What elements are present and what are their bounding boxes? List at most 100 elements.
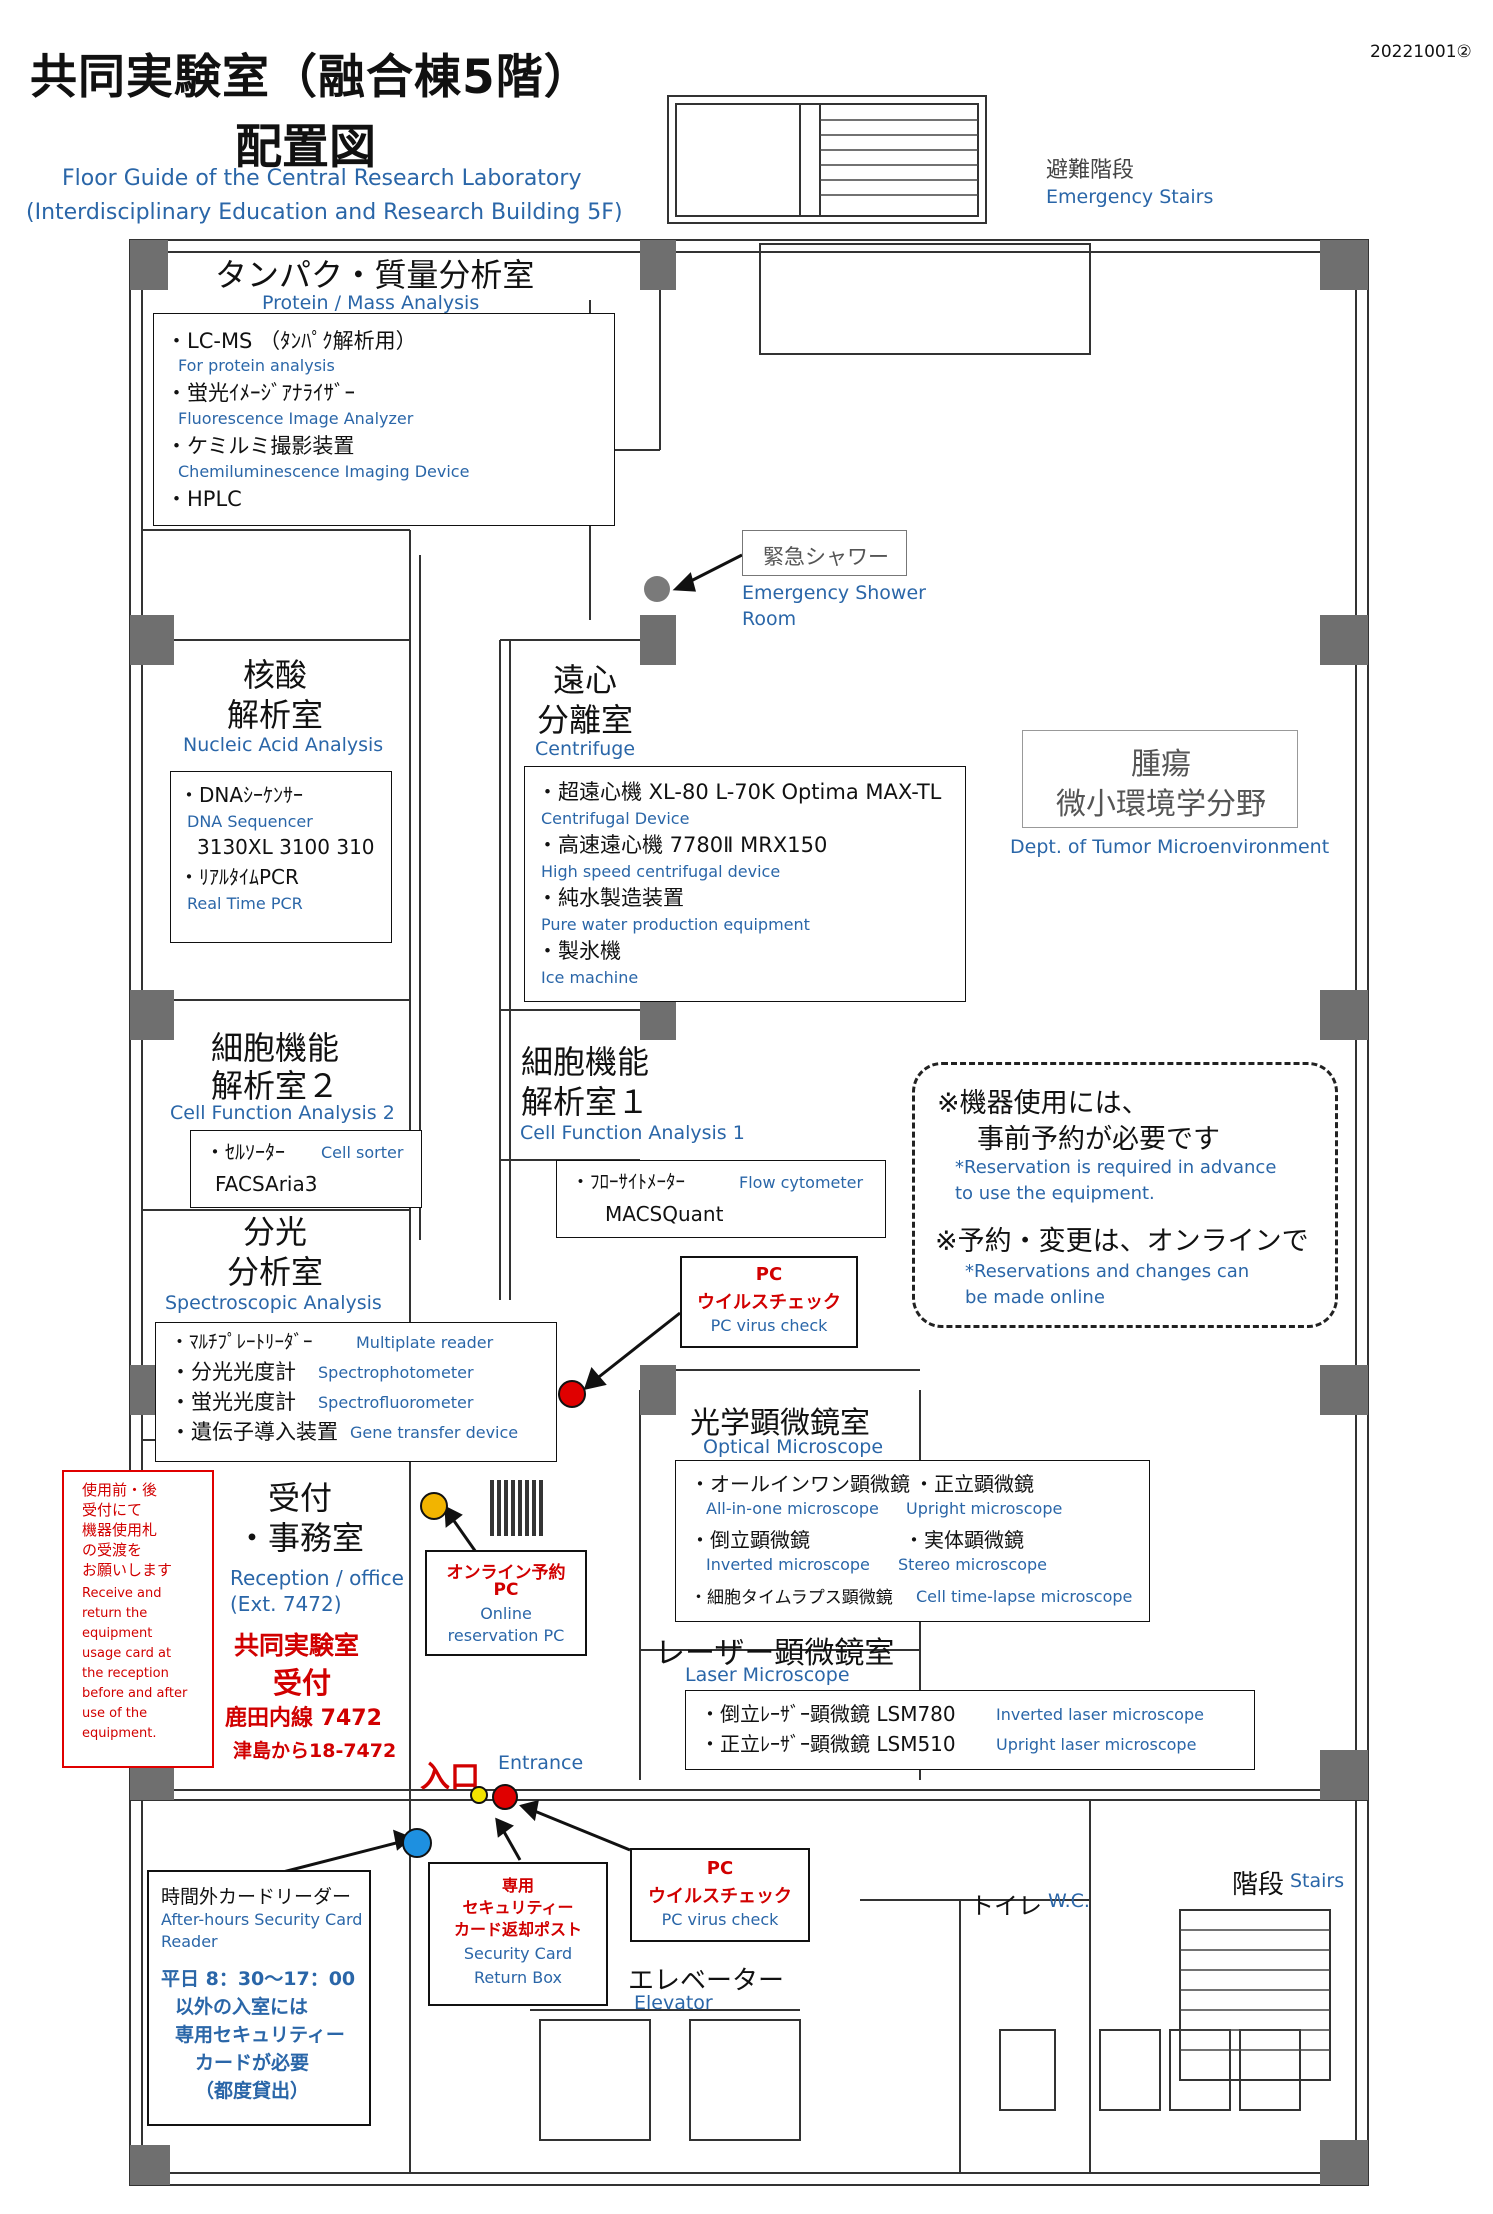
page-title-2: 配置図: [235, 120, 376, 175]
pc-virus-check-marker-top: [558, 1380, 586, 1408]
dna-seq-item: ・DNAｼｰｹﾝｻｰ: [179, 783, 304, 807]
stairs-en: Stairs: [1290, 1870, 1345, 1892]
pc-check-top-l1: PC: [755, 1264, 783, 1285]
reception-red-1: 共同実験室: [234, 1631, 360, 1660]
tumor-dept-box: 腫瘍 微小環境学分野: [1022, 730, 1298, 828]
document-number: 20221001②: [1370, 42, 1472, 62]
return-box-en-1: Security Card: [463, 1944, 573, 1963]
upright-en: Upright microscope: [906, 1499, 1063, 1518]
optical-en: Optical Microscope: [703, 1436, 884, 1458]
reception-title-2: ・事務室: [235, 1519, 364, 1557]
shower-jp: 緊急シャワー: [763, 545, 889, 569]
return-box-en-2: Return Box: [474, 1968, 562, 1987]
note-en-line: Receive and: [82, 1586, 162, 1601]
cell2-equipment-box: ・ｾﾙｿｰﾀｰ Cell sorter FACSAria3: [190, 1130, 422, 1208]
chemi-item: ・ケミルミ撮影装置: [166, 434, 355, 458]
note-jp-line: 受付にて: [82, 1501, 143, 1519]
stereo-en: Stereo microscope: [898, 1555, 1047, 1574]
spectrofluorometer-en: Spectrofluorometer: [318, 1393, 474, 1412]
spectrophotometer-item: ・分光光度計: [170, 1360, 296, 1384]
allinone-en: All-in-one microscope: [706, 1499, 879, 1518]
note-en-line: equipment.: [82, 1726, 157, 1741]
reservation-notice: ※機器使用には、 事前予約が必要です *Reservation is requi…: [912, 1062, 1338, 1328]
laser-equipment-box: ・倒立ﾚｰｻﾞｰ顕微鏡 LSM780 Inverted laser micros…: [685, 1690, 1255, 1770]
pc-check-bottom-en: PC virus check: [661, 1910, 779, 1929]
after-hours-note-4: カードが必要: [195, 2052, 310, 2074]
online-pc-l1: オンライン予約: [446, 1563, 566, 1583]
elevator-jp: エレベーター: [628, 1966, 785, 1996]
return-box-l1: 専用: [501, 1876, 534, 1895]
spectro-equipment-box: ・ﾏﾙﾁﾌﾟﾚｰﾄﾘｰﾀﾞｰ Multiplate reader ・分光光度計 …: [155, 1322, 557, 1462]
gene-transfer-item: ・遺伝子導入装置: [170, 1420, 338, 1444]
after-hours-en-2: Reader: [161, 1932, 218, 1951]
centrifuge-title-1: 遠心: [552, 661, 617, 699]
purewater-item: ・純水製造装置: [537, 886, 684, 910]
flow-cytometer-en: Flow cytometer: [739, 1173, 864, 1192]
spectro-title-1: 分光: [242, 1213, 307, 1251]
tumor-en: Dept. of Tumor Microenvironment: [1010, 836, 1330, 858]
subtitle-1: Floor Guide of the Central Research Labo…: [62, 166, 582, 191]
spectrophotometer-en: Spectrophotometer: [318, 1363, 474, 1382]
upright-item: ・正立顕微鏡: [914, 1472, 1034, 1496]
subtitle-2: (Interdisciplinary Education and Researc…: [26, 200, 623, 225]
page-title: 共同実験室（融合棟5階）: [30, 50, 592, 105]
shower-en-2: Room: [742, 608, 797, 630]
notice-line-3: ※予約・変更は、オンラインで: [935, 1226, 1309, 1257]
gene-transfer-en: Gene transfer device: [350, 1423, 519, 1442]
online-reservation-pc-box: オンライン予約 PC Online reservation PC: [425, 1550, 587, 1656]
optical-equipment-box: ・オールインワン顕微鏡 All-in-one microscope ・正立顕微鏡…: [675, 1460, 1150, 1622]
flow-cytometer-model: MACSQuant: [605, 1202, 724, 1226]
notice-en-3: *Reservations and changes can: [965, 1261, 1250, 1282]
purewater-en: Pure water production equipment: [541, 915, 810, 934]
after-hours-box: 時間外カードリーダー After-hours Security Card Rea…: [147, 1870, 371, 2126]
laser-510-en: Upright laser microscope: [996, 1735, 1197, 1754]
tumor-jp-1: 腫瘍: [1131, 747, 1191, 782]
emergency-shower-marker: [644, 576, 670, 602]
spectrofluorometer-item: ・蛍光光度計: [170, 1390, 296, 1414]
centrifuge-equipment-box: ・超遠心機 XL-80 L-70K Optima MAX-TL Centrifu…: [524, 766, 966, 1002]
nucleic-title-2: 解析室: [226, 696, 323, 734]
elevator-en: Elevator: [634, 1992, 713, 2014]
reception-red-2: 受付: [273, 1666, 332, 1700]
stairs-jp: 階段: [1232, 1870, 1285, 1900]
emergency-stairs-jp: 避難階段: [1046, 158, 1135, 183]
note-en-line: usage card at: [82, 1646, 172, 1661]
reception-red-4: 津島から18-7472: [233, 1740, 397, 1762]
entrance-jp: 入口: [420, 1760, 480, 1795]
dna-seq-models: 3130XL 3100 310: [197, 835, 375, 859]
note-en-line: use of the: [82, 1706, 148, 1721]
hplc-item: ・HPLC: [166, 487, 242, 511]
shower-label-box: 緊急シャワー: [742, 530, 907, 576]
usage-card-note: 使用前・後 受付にて 機器使用札 の受渡を お願いします Receive and…: [62, 1470, 214, 1768]
allinone-item: ・オールインワン顕微鏡: [690, 1472, 910, 1496]
pcr-item: ・ﾘｱﾙﾀｲﾑPCR: [179, 865, 299, 889]
online-pc-en-1: Online: [480, 1604, 532, 1623]
lcms-en: For protein analysis: [178, 356, 335, 375]
after-hours-en-1: After-hours Security Card: [161, 1910, 363, 1929]
reception-title-1: 受付: [267, 1479, 332, 1517]
highspeed-centrifuge-item: ・高速遠心機 7780Ⅱ MRX150: [537, 833, 828, 857]
note-en-line: return the: [82, 1606, 148, 1621]
cell1-en: Cell Function Analysis 1: [520, 1122, 745, 1144]
online-pc-en-2: reservation PC: [447, 1626, 565, 1645]
cell-sorter-model: FACSAria3: [215, 1172, 318, 1196]
ultracentrifuge-en: Centrifugal Device: [541, 809, 690, 828]
reception-en: Reception / office: [230, 1566, 404, 1590]
laser-510-item: ・正立ﾚｰｻﾞｰ顕微鏡 LSM510: [700, 1732, 956, 1756]
fluor-image-item: ・蛍光ｲﾒｰｼﾞｱﾅﾗｲｻﾞｰ: [166, 381, 355, 405]
dna-seq-en: DNA Sequencer: [187, 812, 313, 831]
notice-en-4: be made online: [965, 1287, 1105, 1308]
pc-check-bottom-l2: ウイルスチェック: [648, 1886, 792, 1907]
highspeed-centrifuge-en: High speed centrifugal device: [541, 862, 781, 881]
tumor-jp-2: 微小環境学分野: [1056, 787, 1266, 822]
after-hours-note-5: （都度貸出）: [195, 2080, 310, 2102]
nucleic-title-1: 核酸: [242, 656, 307, 694]
return-box-l3: カード返却ポスト: [453, 1920, 582, 1939]
qr-code-icon[interactable]: [490, 1480, 546, 1536]
pc-virus-check-bottom: PC ウイルスチェック PC virus check: [630, 1848, 810, 1942]
timelapse-en: Cell time-lapse microscope: [916, 1587, 1133, 1606]
after-hours-note-1: 平日 8：30～17：00: [161, 1968, 356, 1990]
after-hours-jp: 時間外カードリーダー: [161, 1886, 352, 1908]
note-jp-line: 使用前・後: [82, 1481, 158, 1499]
reception-ext: (Ext. 7472): [230, 1592, 342, 1616]
